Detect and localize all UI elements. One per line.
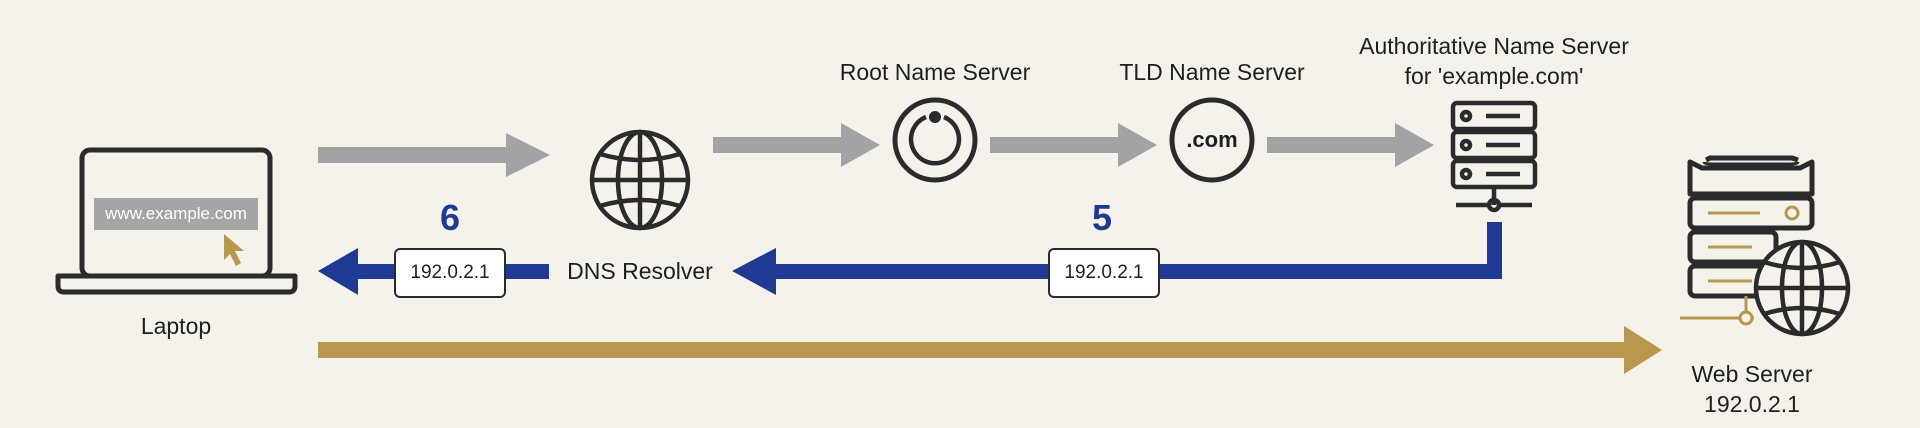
step-5-ip-box: 192.0.2.1 bbox=[1048, 248, 1160, 298]
auth-server-label-line2: for 'example.com' bbox=[1404, 63, 1584, 89]
cursor-icon bbox=[224, 234, 244, 266]
step-number-6: 6 bbox=[439, 197, 461, 238]
root-server-icon bbox=[892, 97, 978, 183]
url-bar: www.example.com bbox=[94, 198, 258, 230]
web-server-ip: 192.0.2.1 bbox=[1704, 391, 1800, 417]
query-arrow-laptop-to-resolver bbox=[318, 133, 550, 177]
globe-icon bbox=[589, 129, 691, 231]
query-arrow-root-to-tld bbox=[990, 123, 1157, 167]
tld-server-label: TLD Name Server bbox=[1119, 59, 1305, 85]
request-arrow-laptop-to-web-server bbox=[318, 326, 1662, 374]
root-server-label: Root Name Server bbox=[839, 59, 1031, 85]
dot-com-icon bbox=[1169, 97, 1255, 183]
resolver-label: DNS Resolver bbox=[567, 258, 713, 284]
server-rack-icon bbox=[1450, 100, 1538, 213]
step-number-5: 5 bbox=[1091, 197, 1113, 238]
step-6-ip-box: 192.0.2.1 bbox=[394, 248, 506, 298]
laptop-label: Laptop bbox=[140, 313, 212, 339]
query-arrow-tld-to-auth bbox=[1267, 123, 1434, 167]
tld-glyph: .com bbox=[1186, 127, 1238, 152]
web-server-label: Web Server bbox=[1691, 361, 1813, 387]
query-arrow-resolver-to-root bbox=[713, 123, 880, 167]
web-server-icon bbox=[1680, 155, 1851, 337]
auth-server-label-line1: Authoritative Name Server bbox=[1359, 33, 1629, 59]
laptop-icon bbox=[55, 147, 298, 295]
